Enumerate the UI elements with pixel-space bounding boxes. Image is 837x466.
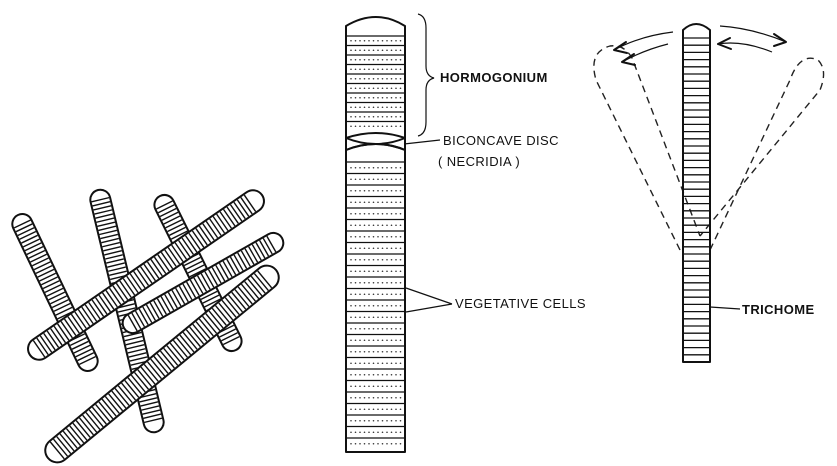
tangled-filaments — [9, 186, 287, 466]
vegetative-cells-label: VEGETATIVE CELLS — [455, 296, 586, 311]
necridia-pointer — [404, 140, 440, 144]
hormogonium-label: HORMOGONIUM — [440, 70, 548, 85]
vegetative-trichome — [346, 144, 405, 452]
hormogonium-bracket — [418, 14, 434, 136]
hormogonium-segment — [346, 17, 405, 138]
biconcave-disc-label: BICONCAVE DISC — [443, 133, 559, 148]
hormogonium-trichome: HORMOGONIUM BICONCAVE DISC ( NECRIDIA ) … — [346, 14, 586, 452]
trichome-label: TRICHOME — [742, 302, 815, 317]
oscillating-trichome: TRICHOME — [594, 24, 824, 362]
necridia-label: ( NECRIDIA ) — [438, 154, 520, 169]
vegetative-cells-pointer — [406, 288, 452, 312]
trichome-pointer — [710, 307, 740, 309]
swing-right-outline — [700, 58, 824, 250]
swing-left-outline — [594, 46, 700, 250]
